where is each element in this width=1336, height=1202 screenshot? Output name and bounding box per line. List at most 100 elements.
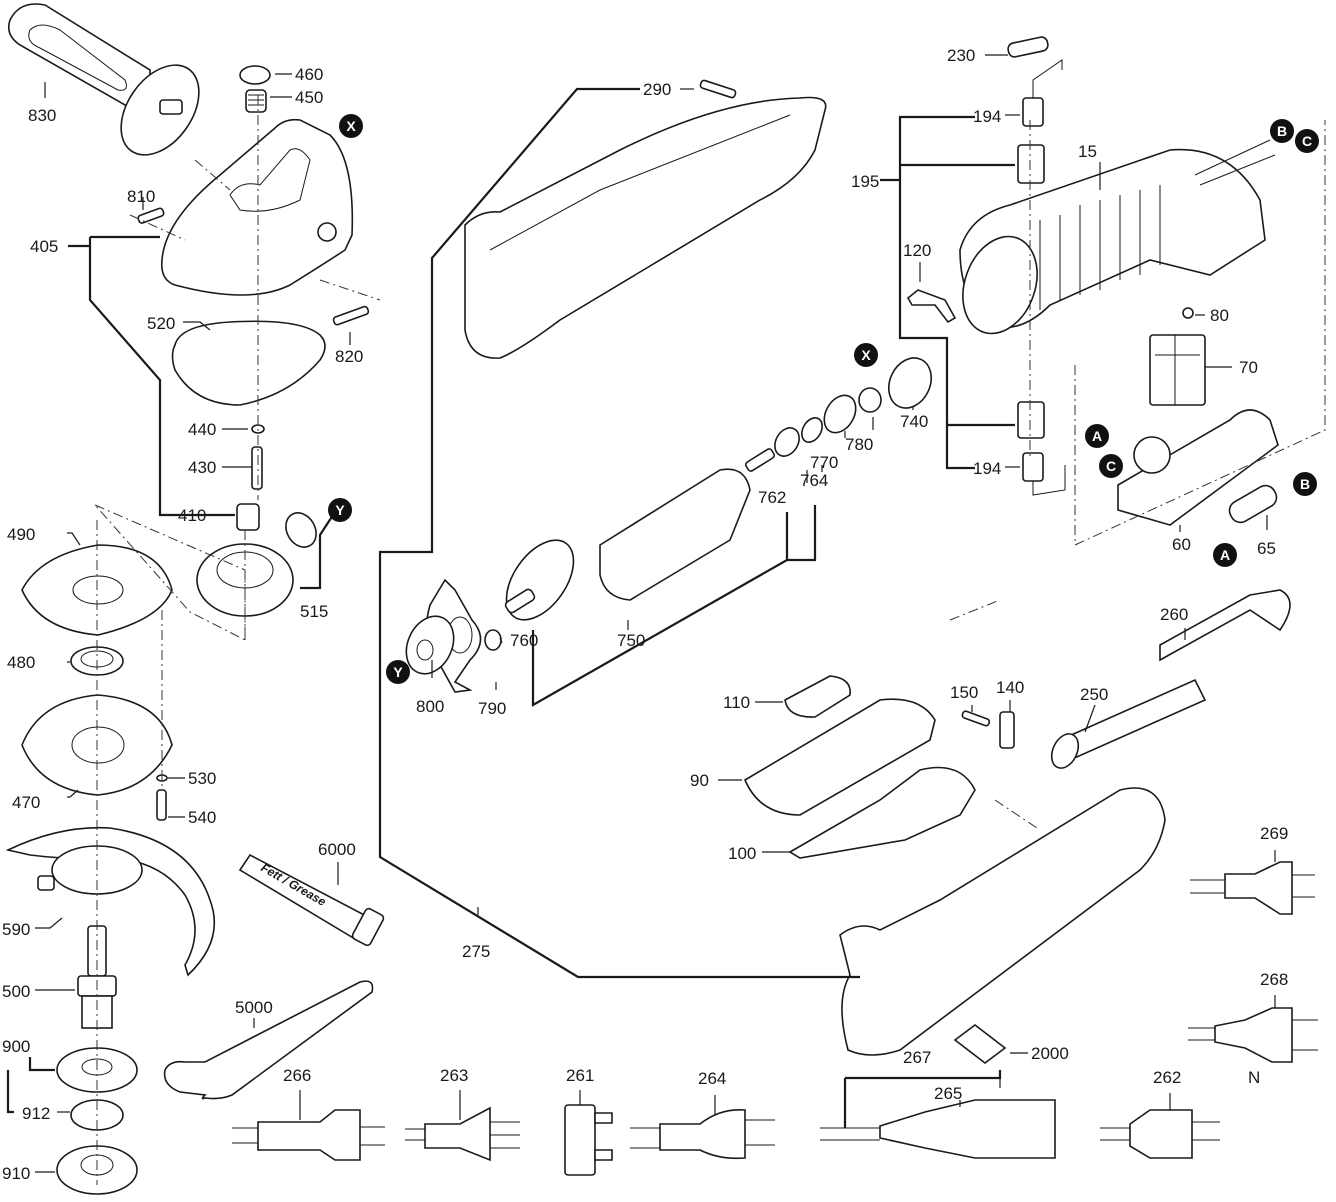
reference-badge-a-capacitor: A [1213, 543, 1237, 567]
label-800: 800 [416, 697, 444, 716]
label-912: 912 [22, 1104, 50, 1123]
label-520: 520 [147, 314, 175, 333]
label-265: 265 [934, 1084, 962, 1103]
part-clip-120 [906, 289, 957, 324]
label-440: 440 [188, 420, 216, 439]
label-194-bottom: 194 [973, 459, 1001, 478]
part-carbon-brush-top [1022, 59, 1063, 127]
plug-264 [630, 1108, 775, 1160]
leader-lines [6, 54, 1276, 1173]
label-plug-variant-n: N [1248, 1068, 1260, 1087]
label-80: 80 [1210, 306, 1229, 325]
svg-text:X: X [861, 347, 871, 363]
label-140: 140 [996, 678, 1024, 697]
part-pin-spanner [163, 980, 374, 1100]
svg-text:X: X [346, 118, 356, 134]
label-15: 15 [1078, 142, 1097, 161]
part-washer-760 [484, 629, 502, 651]
label-910: 910 [2, 1164, 30, 1183]
part-switch-70 [1149, 334, 1206, 406]
label-450: 450 [295, 88, 323, 107]
part-screw-80 [1182, 307, 1194, 319]
label-250: 250 [1080, 685, 1108, 704]
label-195: 195 [851, 172, 879, 191]
part-switch-cover-110 [784, 675, 851, 718]
reference-badge-c-top: C [1295, 129, 1319, 153]
label-750: 750 [617, 631, 645, 650]
part-gasket [171, 320, 326, 406]
label-60: 60 [1172, 535, 1191, 554]
part-cord-plug-260 [1159, 589, 1291, 662]
plug-269 [1190, 861, 1315, 915]
label-500: 500 [2, 982, 30, 1001]
label-430: 430 [188, 458, 216, 477]
label-410: 410 [178, 506, 206, 525]
label-540: 540 [188, 808, 216, 827]
label-764: 764 [800, 471, 828, 490]
part-guard [5, 826, 216, 977]
label-263: 263 [440, 1066, 468, 1085]
part-screw-820 [332, 305, 370, 326]
part-cord-protector-250 [1050, 678, 1207, 769]
reference-badge-y-gear: Y [328, 498, 352, 522]
label-267: 267 [903, 1048, 931, 1067]
svg-text:Y: Y [335, 502, 345, 518]
label-260: 260 [1160, 605, 1188, 624]
label-762: 762 [758, 488, 786, 507]
label-230: 230 [947, 46, 975, 65]
part-main-housing [839, 787, 1166, 1056]
plug-265 [820, 1099, 1056, 1159]
part-cap-230 [1007, 36, 1049, 58]
assembly-axis-lines [94, 95, 1326, 1185]
label-100: 100 [728, 844, 756, 863]
label-194-top: 194 [973, 107, 1001, 126]
label-830: 830 [28, 106, 56, 125]
reference-badge-b-top: B [1270, 119, 1294, 143]
label-261: 261 [566, 1066, 594, 1085]
part-armature [504, 448, 776, 621]
label-268: 268 [1260, 970, 1288, 989]
label-790: 790 [478, 699, 506, 718]
part-bearing-770 [823, 394, 857, 434]
label-70: 70 [1239, 358, 1258, 377]
part-bearing-800 [405, 615, 455, 675]
svg-text:B: B [1300, 476, 1310, 492]
label-266: 266 [283, 1066, 311, 1085]
part-switch-slide-100 [788, 766, 976, 859]
part-ring-764 [801, 417, 823, 443]
label-820: 820 [335, 347, 363, 366]
label-515: 515 [300, 602, 328, 621]
part-carbon-brush-bottom [1022, 452, 1066, 496]
part-switch-cap-90 [743, 698, 936, 816]
label-490: 490 [7, 525, 35, 544]
svg-text:A: A [1092, 428, 1102, 444]
label-770: 770 [810, 453, 838, 472]
label-405: 405 [30, 237, 58, 256]
part-needle-bearing-410 [236, 503, 260, 531]
part-screw-540 [156, 789, 167, 821]
part-screw-150 [961, 710, 991, 727]
reference-badge-a-module: A [1085, 424, 1109, 448]
part-lock-button [239, 65, 271, 113]
reference-badge-b-capacitor: B [1293, 472, 1317, 496]
label-590: 590 [2, 920, 30, 939]
part-field [959, 139, 1276, 335]
label-530: 530 [188, 769, 216, 788]
reference-badge-c-module: C [1099, 454, 1123, 478]
plug-266 [232, 1109, 385, 1161]
reference-badge-x-top: X [339, 114, 363, 138]
part-electronics-module [1117, 409, 1279, 526]
label-740: 740 [900, 412, 928, 431]
label-264: 264 [698, 1069, 726, 1088]
label-480: 480 [7, 653, 35, 672]
reference-badge-y-armature: Y [386, 660, 410, 684]
plug-262 [1100, 1109, 1220, 1159]
label-470: 470 [12, 793, 40, 812]
part-nameplate-2000 [953, 1023, 1007, 1065]
label-460: 460 [295, 65, 323, 84]
label-120: 120 [903, 241, 931, 260]
label-900: 900 [2, 1037, 30, 1056]
part-capacitor-65 [1228, 484, 1278, 524]
plug-268 [1188, 1007, 1318, 1063]
part-side-handle [7, 3, 200, 156]
